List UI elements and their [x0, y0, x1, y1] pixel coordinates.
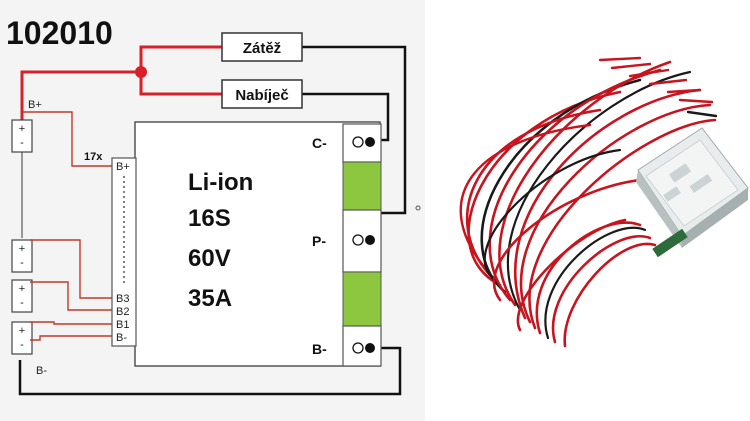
terminal-b-minus: [342, 325, 382, 367]
charger-box: [221, 79, 303, 109]
model-code: 102010: [6, 15, 113, 51]
svg-text:+: +: [19, 325, 25, 337]
svg-text:+: +: [19, 243, 25, 255]
pin-label: B-: [116, 332, 127, 344]
junction-dot: [135, 66, 147, 78]
green-pad: [342, 271, 382, 327]
bottom-b-minus-label: B-: [36, 365, 47, 377]
svg-text:-: -: [20, 297, 24, 309]
balance-wires: [22, 111, 112, 341]
load-label: Zátěž: [243, 40, 281, 57]
svg-text:-: -: [20, 137, 24, 149]
svg-text:+: +: [19, 283, 25, 295]
svg-text:-: -: [20, 339, 24, 351]
terminal-label: B-: [312, 341, 327, 357]
pin-label: B3: [116, 293, 129, 305]
bms-module: [636, 127, 749, 258]
green-pad: [342, 161, 382, 211]
spec-current: 35A: [188, 285, 232, 312]
wire-bundle: [459, 56, 718, 348]
positive-wire: [20, 45, 222, 120]
pin-label: B2: [116, 306, 129, 318]
battery-cell: + -: [11, 119, 33, 153]
svg-text:+: +: [19, 123, 25, 135]
battery-cell: + -: [11, 321, 33, 355]
svg-text:-: -: [20, 257, 24, 269]
load-box: [221, 32, 303, 62]
spec-chemistry: Li-ion: [188, 169, 253, 196]
spec-voltage: 60V: [188, 245, 231, 272]
battery-cell: + -: [11, 239, 33, 273]
terminal-label: P-: [312, 233, 326, 249]
b-plus-label: B+: [28, 99, 42, 111]
product-photo: [459, 56, 749, 348]
battery-cell: + -: [11, 279, 33, 313]
marker-dot: [415, 205, 421, 211]
wire-count-label: 17x: [84, 151, 103, 163]
terminal-label: C-: [312, 135, 327, 151]
pin-label: B1: [116, 319, 129, 331]
spec-series: 16S: [188, 205, 231, 232]
pin-label: B+: [116, 161, 130, 173]
charger-label: Nabíječ: [235, 87, 288, 104]
